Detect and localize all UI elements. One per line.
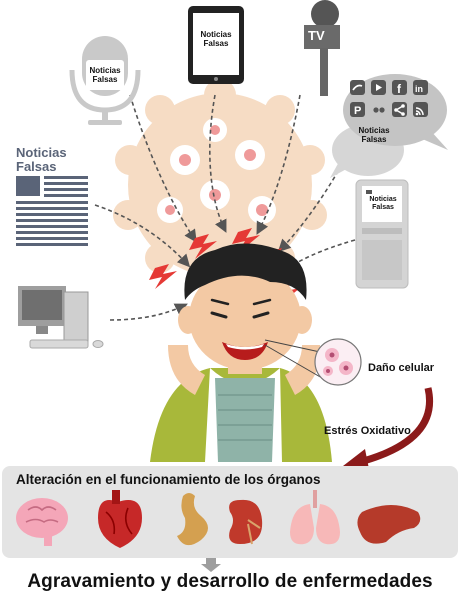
svg-text:f: f [397, 82, 402, 96]
share-icon [392, 102, 407, 117]
newspaper-headline-line-2: Falsas [16, 159, 57, 174]
rss-icon [413, 102, 428, 117]
tablet-icon [188, 6, 244, 84]
down-arrow-icon [201, 556, 221, 572]
phone-icon [355, 179, 409, 289]
microphone-icon [69, 36, 141, 125]
influence-arrows [94, 94, 356, 321]
tv-label: TV [308, 28, 325, 43]
newspaper-icon [16, 176, 88, 246]
social-fake-news-label: Noticias Falsas [358, 126, 390, 144]
radio-fake-news-label: Noticias Falsas [89, 66, 121, 84]
pinterest-icon: P [350, 102, 365, 117]
organs-title: Alteración en el funcionamiento de los ó… [16, 472, 321, 487]
newspaper-headline-line-1: Noticias [16, 145, 67, 160]
cell-damage-label: Daño celular [368, 362, 435, 374]
organs-panel: Alteración en el funcionamiento de los ó… [2, 466, 458, 558]
final-label: Agravamiento y desarrollo de enfermedade… [27, 571, 433, 592]
facebook-icon: f [392, 80, 407, 96]
tv-microphone-icon [304, 0, 340, 96]
cell-damage-zoom [264, 338, 362, 386]
youtube-icon [371, 80, 386, 95]
flickr-icon [371, 102, 386, 117]
svg-text:P: P [354, 105, 361, 117]
svg-text:in: in [415, 84, 423, 94]
phone-fake-news-label: Noticias Falsas [369, 196, 397, 211]
stressed-person [150, 243, 332, 462]
social-icons: f in P [350, 80, 428, 117]
tablet-fake-news-label: Noticias Falsas [200, 30, 232, 48]
linkedin-icon: in [413, 80, 428, 95]
newspaper-headline: Noticias Falsas [16, 146, 67, 174]
computer-icon [18, 286, 104, 349]
virus-icon [113, 79, 327, 277]
oxidative-stress-label: Estrés Oxidativo [324, 425, 411, 437]
twitter-icon [350, 80, 365, 95]
